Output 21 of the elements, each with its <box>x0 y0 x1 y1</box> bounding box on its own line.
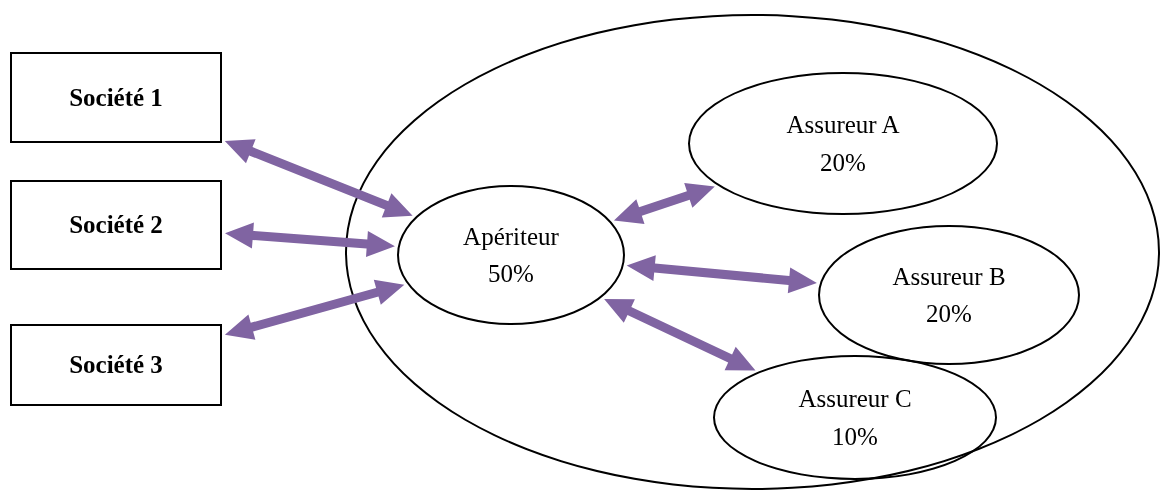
company-box <box>10 52 222 143</box>
node-label: Assureur A <box>786 110 900 140</box>
node-label: Société 1 <box>69 82 163 113</box>
node-label: Société 2 <box>69 210 163 241</box>
node-label: Apériteur <box>463 221 559 252</box>
double-arrow <box>626 255 817 294</box>
node-label: Société 3 <box>69 350 163 381</box>
double-arrow <box>604 299 756 371</box>
double-arrow <box>225 222 395 257</box>
node-label: Assureur C <box>798 384 912 414</box>
node-label: 10% <box>832 421 878 452</box>
company-box <box>10 324 222 406</box>
ellipse-node <box>818 225 1080 365</box>
node-label: 20% <box>820 147 866 178</box>
double-arrow <box>224 279 405 340</box>
company-box <box>10 180 222 270</box>
double-arrow <box>613 183 715 224</box>
node-label: 50% <box>488 259 534 289</box>
node-label: Assureur B <box>892 261 1006 292</box>
double-arrow <box>224 139 413 218</box>
node-label: 20% <box>926 299 972 329</box>
